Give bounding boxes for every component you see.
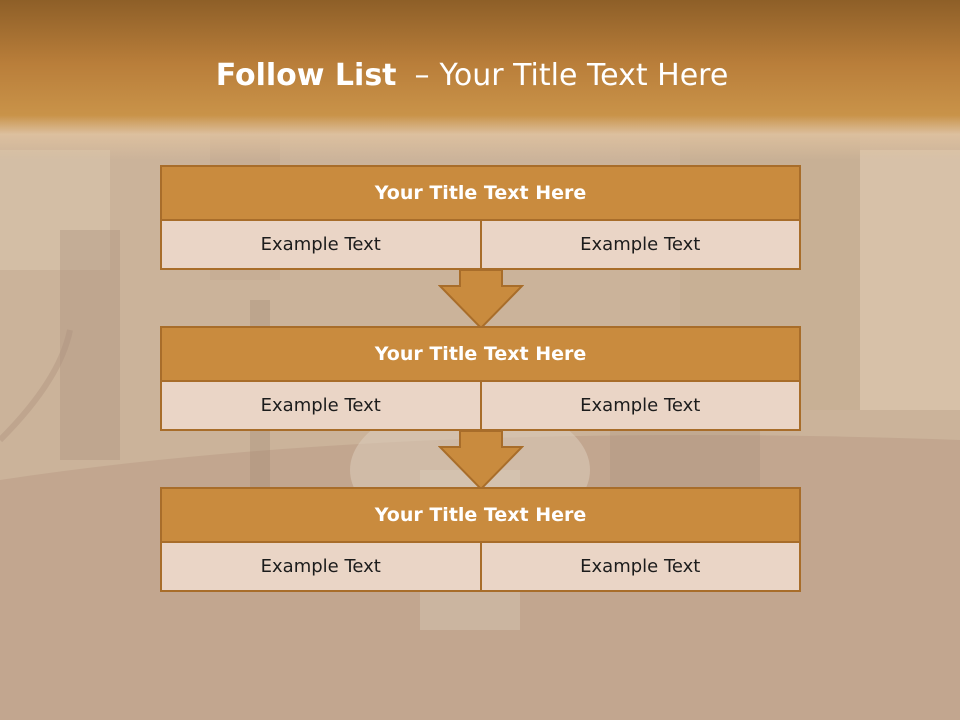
slide-title-bold: Follow List — [215, 58, 397, 93]
block-row: Example Text Example Text — [160, 221, 801, 270]
block-cell-left: Example Text — [160, 221, 482, 270]
block-cell-right: Example Text — [481, 382, 801, 431]
slide-title-separator: – — [414, 58, 430, 93]
list-block-3: Your Title Text Here Example Text Exampl… — [160, 487, 801, 592]
block-row: Example Text Example Text — [160, 543, 801, 592]
block-cell-left: Example Text — [160, 382, 482, 431]
header-band — [0, 0, 960, 160]
block-title: Your Title Text Here — [160, 487, 801, 543]
down-arrow-icon — [438, 270, 524, 330]
slide-title-rest: Your Title Text Here — [439, 58, 729, 93]
down-arrow-icon — [438, 431, 524, 491]
block-title: Your Title Text Here — [160, 326, 801, 382]
block-title: Your Title Text Here — [160, 165, 801, 221]
block-row: Example Text Example Text — [160, 382, 801, 431]
block-cell-right: Example Text — [481, 221, 801, 270]
block-cell-left: Example Text — [160, 543, 482, 592]
block-cell-right: Example Text — [481, 543, 801, 592]
list-block-1: Your Title Text Here Example Text Exampl… — [160, 165, 801, 270]
slide-title: Follow List–Your Title Text Here — [0, 54, 944, 98]
list-block-2: Your Title Text Here Example Text Exampl… — [160, 326, 801, 431]
